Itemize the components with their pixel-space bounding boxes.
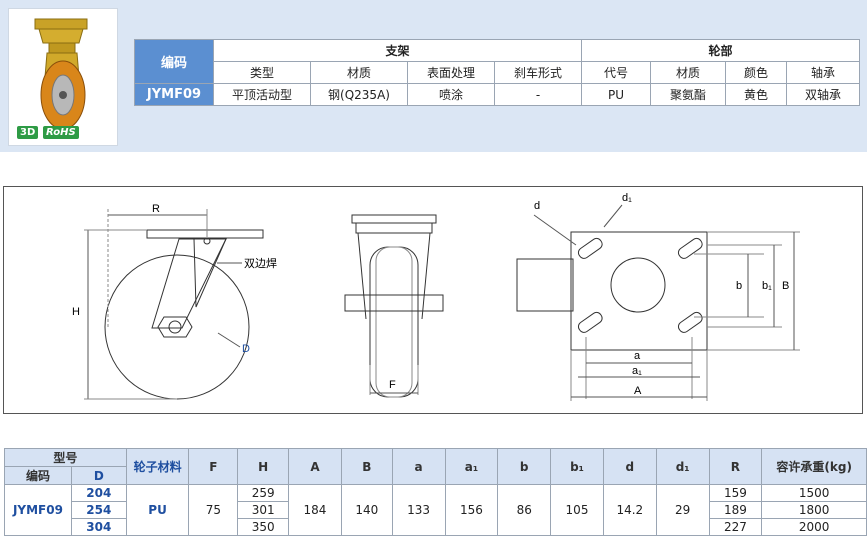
cell-R-1: 159 xyxy=(708,484,763,502)
col-wheel-code: 代号 xyxy=(581,61,651,84)
cell-load-3: 2000 xyxy=(761,518,867,536)
col-color: 颜色 xyxy=(725,61,787,84)
row-bearing: 双轴承 xyxy=(786,83,860,106)
cell-d1: 29 xyxy=(655,484,710,536)
label-a: a xyxy=(634,350,641,362)
cell-D-2: 254 xyxy=(70,501,127,519)
cell-H-3: 350 xyxy=(237,518,290,536)
hdr-b1: b₁ xyxy=(550,448,604,485)
row-code: JYMF09 xyxy=(134,83,214,106)
row-wheel-code: PU xyxy=(581,83,651,106)
cell-wheel-material: PU xyxy=(125,484,190,536)
hdr-code: 编码 xyxy=(4,466,72,485)
row-surface: 喷涂 xyxy=(407,83,495,106)
cell-D-3: 304 xyxy=(70,518,127,536)
wheel-front xyxy=(369,246,419,398)
cell-B: 140 xyxy=(340,484,393,536)
top-plate-side xyxy=(146,229,264,239)
label-d1: d₁ xyxy=(622,192,632,204)
hdr-D: D xyxy=(70,466,127,485)
hdr-model: 型号 xyxy=(4,448,127,467)
cell-H-1: 259 xyxy=(237,484,290,502)
cell-load-2: 1800 xyxy=(761,501,867,519)
product-photo: 3D RoHS xyxy=(8,8,118,146)
col-frame-material: 材质 xyxy=(310,61,408,84)
cell-b1: 105 xyxy=(550,484,604,536)
label-b: b xyxy=(736,280,742,292)
label-B: B xyxy=(782,280,789,292)
label-A: A xyxy=(634,385,642,397)
label-weld: 双边焊 xyxy=(244,256,277,270)
cell-H-2: 301 xyxy=(237,501,290,519)
col-bearing: 轴承 xyxy=(786,61,860,84)
frame-header: 支架 xyxy=(213,39,582,62)
col-type: 类型 xyxy=(213,61,311,84)
hdr-B: B xyxy=(340,448,393,485)
hdr-R: R xyxy=(708,448,763,485)
hdr-b: b xyxy=(497,448,552,485)
cell-a: 133 xyxy=(391,484,446,536)
cell-load-1: 1500 xyxy=(761,484,867,502)
wheel-circle xyxy=(104,254,250,400)
cell-R-2: 189 xyxy=(708,501,763,519)
cell-A: 184 xyxy=(288,484,342,536)
caster-image xyxy=(34,18,88,130)
top-plate-plan xyxy=(570,231,708,351)
label-D: D xyxy=(242,343,250,355)
hdr-load: 容许承重(kg) xyxy=(761,448,867,485)
hdr-d1: d₁ xyxy=(655,448,710,485)
col-surface: 表面处理 xyxy=(407,61,495,84)
label-H: H xyxy=(72,306,80,318)
hdr-A: A xyxy=(288,448,342,485)
cell-b: 86 xyxy=(497,484,552,536)
hdr-F: F xyxy=(188,448,239,485)
hdr-d: d xyxy=(602,448,657,485)
badge-3d: 3D xyxy=(17,126,39,139)
label-d: d xyxy=(534,200,540,212)
row-wheel-material: 聚氨酯 xyxy=(650,83,726,106)
cell-code: JYMF09 xyxy=(4,484,72,536)
hdr-a1: a₁ xyxy=(444,448,499,485)
col-brake: 刹车形式 xyxy=(494,61,582,84)
label-R: R xyxy=(152,203,160,215)
label-b1: b₁ xyxy=(762,280,772,292)
cell-D-1: 204 xyxy=(70,484,127,502)
row-color: 黄色 xyxy=(725,83,787,106)
spec-table: 编码 支架 轮部 类型 材质 表面处理 刹车形式 代号 材质 颜色 轴承 JYM… xyxy=(134,39,860,106)
hdr-a: a xyxy=(391,448,446,485)
hdr-wheel-material: 轮子材料 xyxy=(125,448,190,485)
cell-R-3: 227 xyxy=(708,518,763,536)
code-header: 编码 xyxy=(134,39,214,84)
row-frame-material: 钢(Q235A) xyxy=(310,83,408,106)
label-a1: a₁ xyxy=(632,365,642,377)
hdr-H: H xyxy=(237,448,290,485)
wheel-header: 轮部 xyxy=(581,39,860,62)
cell-a1: 156 xyxy=(444,484,499,536)
row-type: 平顶活动型 xyxy=(213,83,311,106)
label-F: F xyxy=(389,379,396,391)
technical-drawing: R H D 双边焊 F d d₁ a a₁ A b b₁ B xyxy=(3,186,863,414)
badge-rohs: RoHS xyxy=(43,126,79,139)
row-brake: - xyxy=(494,83,582,106)
col-wheel-material: 材质 xyxy=(650,61,726,84)
dimension-table: 型号 轮子材料 F H A B a a₁ b b₁ d d₁ R 容许承重(kg… xyxy=(4,448,867,536)
cell-F: 75 xyxy=(188,484,239,536)
drawing-svg: R H D 双边焊 F d d₁ a a₁ A b b₁ B xyxy=(72,192,800,401)
cell-d: 14.2 xyxy=(602,484,657,536)
